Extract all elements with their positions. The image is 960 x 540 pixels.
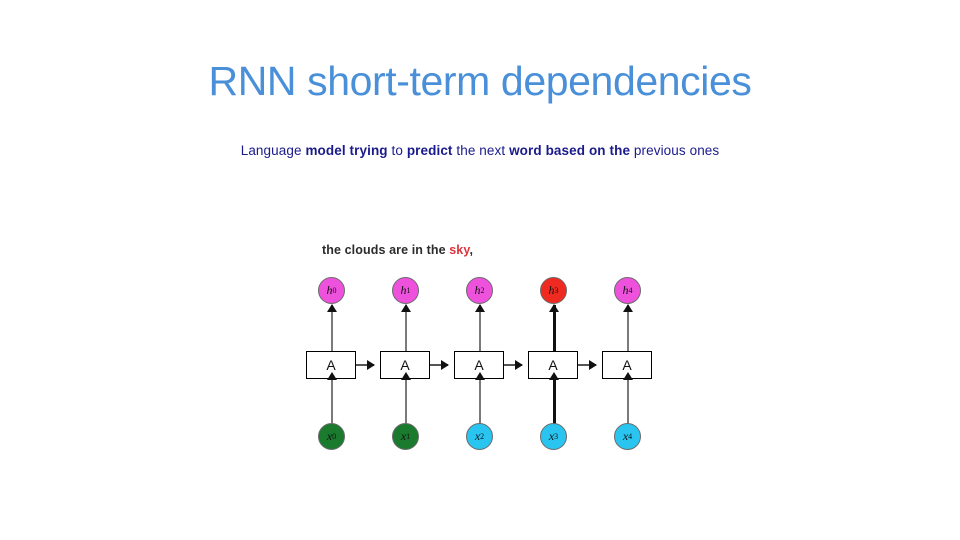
input-subscript: 0	[332, 432, 337, 441]
output-arrow-up	[479, 305, 481, 351]
slide-subtitle: Language model trying to predict the nex…	[0, 143, 960, 158]
recurrent-arrow-right	[578, 364, 596, 366]
hidden-state-label: h	[400, 283, 407, 297]
subtitle-segment: word based	[509, 143, 589, 158]
hidden-state-subscript: 3	[554, 286, 559, 295]
example-sentence: the clouds are in the sky,	[322, 243, 473, 257]
page-title: RNN short-term dependencies	[208, 58, 752, 104]
input-arrow-up	[331, 379, 333, 425]
subtitle-segment: to	[391, 143, 407, 158]
output-arrow-up	[627, 305, 629, 351]
subtitle-segment: the	[456, 143, 480, 158]
subtitle-segment: Language	[240, 143, 306, 158]
output-arrow-up	[405, 305, 407, 351]
subtitle-segment: next	[479, 143, 510, 158]
subtitle-segment: model trying	[305, 143, 392, 158]
input-label: x	[474, 429, 481, 443]
output-arrow-up	[552, 305, 556, 351]
input-arrow-up	[552, 379, 556, 425]
hidden-state-subscript: 1	[406, 286, 411, 295]
recurrent-arrow-right	[356, 364, 374, 366]
input-subscript: 2	[480, 432, 485, 441]
hidden-state-subscript: 0	[332, 286, 337, 295]
recurrent-arrow-right	[504, 364, 522, 366]
input-subscript: 1	[406, 432, 411, 441]
input-arrow-up	[627, 379, 629, 425]
input-subscript: 3	[554, 432, 559, 441]
hidden-state-label: h	[326, 283, 333, 297]
hidden-state-label: h	[474, 283, 481, 297]
hidden-state-label: h	[548, 283, 555, 297]
input-arrow-up	[405, 379, 407, 425]
hidden-state-subscript: 2	[480, 286, 485, 295]
subtitle-segment: on the	[588, 143, 634, 158]
hidden-state-subscript: 4	[628, 286, 633, 295]
sentence-highlight-word: sky	[449, 243, 470, 257]
sentence-prefix: the clouds are in the	[322, 243, 450, 257]
input-label: x	[548, 429, 555, 443]
output-arrow-up	[331, 305, 333, 351]
input-arrow-up	[479, 379, 481, 425]
subtitle-segment: predict	[406, 143, 457, 158]
input-subscript: 4	[628, 432, 633, 441]
input-label: x	[326, 429, 333, 443]
hidden-state-label: h	[622, 283, 629, 297]
input-label: x	[622, 429, 629, 443]
subtitle-segment: previous ones	[633, 143, 720, 158]
sentence-suffix: ,	[469, 243, 474, 257]
input-label: x	[400, 429, 407, 443]
recurrent-arrow-right	[430, 364, 448, 366]
